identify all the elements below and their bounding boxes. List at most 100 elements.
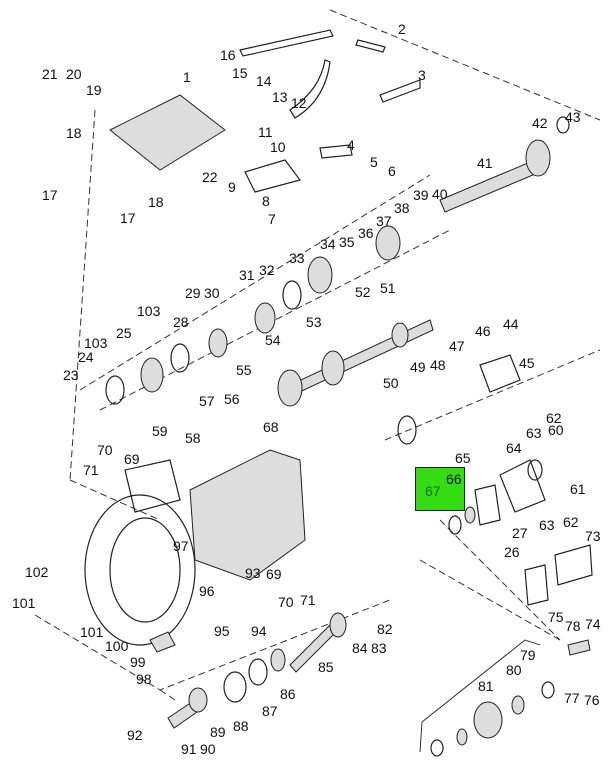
callout-71: 71 — [300, 592, 316, 608]
callout-68: 68 — [263, 419, 279, 435]
callout-60: 60 — [548, 422, 564, 438]
ring-67 — [448, 515, 462, 535]
callout-97: 97 — [173, 538, 189, 554]
callout-98: 98 — [136, 671, 152, 687]
callout-2: 2 — [398, 21, 406, 37]
callout-18: 18 — [148, 194, 164, 210]
callout-74: 74 — [585, 616, 601, 632]
gasket-69 — [124, 459, 181, 513]
callout-69: 69 — [124, 451, 140, 467]
ring-103 — [170, 343, 190, 373]
callout-35: 35 — [339, 234, 355, 250]
callout-16: 16 — [220, 47, 236, 63]
callout-51: 51 — [380, 280, 396, 296]
callout-76: 76 — [584, 692, 600, 708]
bearing-43 — [556, 116, 570, 134]
callout-3: 3 — [418, 67, 426, 83]
shift-fork-3 — [379, 79, 421, 103]
callout-58: 58 — [185, 430, 201, 446]
callout-101: 101 — [12, 595, 36, 611]
callout-28: 28 — [173, 314, 189, 330]
gasket-26 — [524, 564, 549, 606]
callout-9: 9 — [228, 179, 236, 195]
callout-43: 43 — [565, 109, 581, 125]
callout-66: 66 — [446, 471, 462, 487]
callout-22: 22 — [202, 169, 218, 185]
gear-85 — [329, 612, 347, 638]
callout-49: 49 — [410, 359, 426, 375]
washer-79 — [541, 681, 555, 699]
callout-31: 31 — [239, 267, 255, 283]
callout-23: 23 — [63, 367, 79, 383]
callout-81: 81 — [478, 678, 494, 694]
callout-73: 73 — [585, 528, 601, 544]
callout-82: 82 — [377, 621, 393, 637]
callout-94: 94 — [251, 623, 267, 639]
callout-63: 63 — [526, 425, 542, 441]
callout-70: 70 — [278, 594, 294, 610]
callout-59: 59 — [152, 423, 168, 439]
callout-87: 87 — [262, 703, 278, 719]
callout-10: 10 — [270, 139, 286, 155]
top-cover-1 — [109, 94, 226, 171]
callout-39: 39 — [413, 187, 429, 203]
gear-small — [456, 728, 468, 746]
gear-42 — [525, 139, 551, 177]
callout-65: 65 — [455, 450, 471, 466]
gear-29 — [208, 328, 228, 358]
callout-80: 80 — [506, 662, 522, 678]
callout-95: 95 — [214, 623, 230, 639]
callout-42: 42 — [532, 115, 548, 131]
callout-32: 32 — [259, 262, 275, 278]
assembly-outline-top — [69, 9, 601, 521]
callout-45: 45 — [519, 355, 535, 371]
callout-70: 70 — [97, 442, 113, 458]
highlighted-part-marker[interactable]: 67 66 — [415, 467, 465, 511]
callout-93: 93 — [245, 565, 261, 581]
bearing-50 — [397, 415, 417, 445]
callout-96: 96 — [199, 583, 215, 599]
callout-44: 44 — [503, 316, 519, 332]
pin-78 — [567, 639, 591, 656]
callout-50: 50 — [383, 375, 399, 391]
cover-46 — [479, 354, 521, 393]
callout-63: 63 — [539, 517, 555, 533]
clutch-housing-inner — [109, 517, 181, 623]
callout-52: 52 — [355, 284, 371, 300]
callout-62: 62 — [563, 514, 579, 530]
flange-90 — [188, 687, 208, 713]
callout-6: 6 — [388, 163, 396, 179]
synchronizer-34 — [307, 256, 333, 294]
callout-79: 79 — [520, 647, 536, 663]
callout-53: 53 — [306, 314, 322, 330]
callout-20: 20 — [66, 66, 82, 82]
callout-13: 13 — [272, 89, 288, 105]
bearing-87 — [248, 658, 268, 686]
gear-51 — [391, 322, 409, 348]
callout-92: 92 — [127, 727, 143, 743]
gear-86 — [270, 648, 286, 672]
callout-75: 75 — [548, 609, 564, 625]
callout-54: 54 — [265, 332, 281, 348]
callout-14: 14 — [256, 73, 272, 89]
gear-53 — [321, 350, 345, 386]
callout-67: 67 — [425, 483, 441, 499]
callout-19: 19 — [86, 82, 102, 98]
housing-64 — [499, 459, 546, 513]
callout-1: 1 — [183, 69, 191, 85]
callout-100: 100 — [105, 638, 129, 654]
callout-61: 61 — [570, 481, 586, 497]
callout-83: 83 — [371, 640, 387, 656]
callout-11: 11 — [258, 124, 273, 140]
callout-40: 40 — [432, 186, 448, 202]
callout-12: 12 — [291, 95, 307, 111]
callout-26: 26 — [504, 544, 520, 560]
ring-33 — [282, 280, 302, 310]
callout-34: 34 — [320, 236, 336, 252]
ring-24 — [105, 375, 125, 405]
callout-38: 38 — [394, 200, 410, 216]
callout-41: 41 — [477, 155, 493, 171]
callout-57: 57 — [199, 393, 215, 409]
